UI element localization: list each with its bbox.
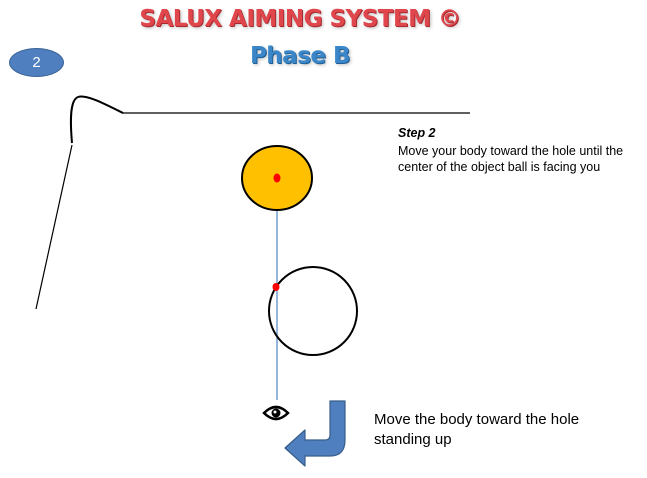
page-title: SALUX AIMING SYSTEM © [139, 6, 461, 32]
cue-ball-contact-dot [272, 283, 280, 291]
phase-subtitle: Phase B [249, 43, 351, 69]
step-number-badge: 2 [9, 48, 64, 77]
movement-note: Move the body toward the hole standing u… [374, 411, 580, 448]
step-label: Step 2 [398, 126, 436, 140]
side-rail-line [35, 144, 73, 310]
curved-arrow-icon [284, 400, 346, 467]
corner-pocket-curve [69, 95, 124, 144]
step-instruction-text: Move your body toward the hole until the… [398, 144, 624, 174]
step-number: 2 [32, 54, 41, 71]
eye-icon [262, 405, 290, 421]
cue-ball [268, 266, 358, 356]
object-ball-center-dot [273, 173, 281, 183]
